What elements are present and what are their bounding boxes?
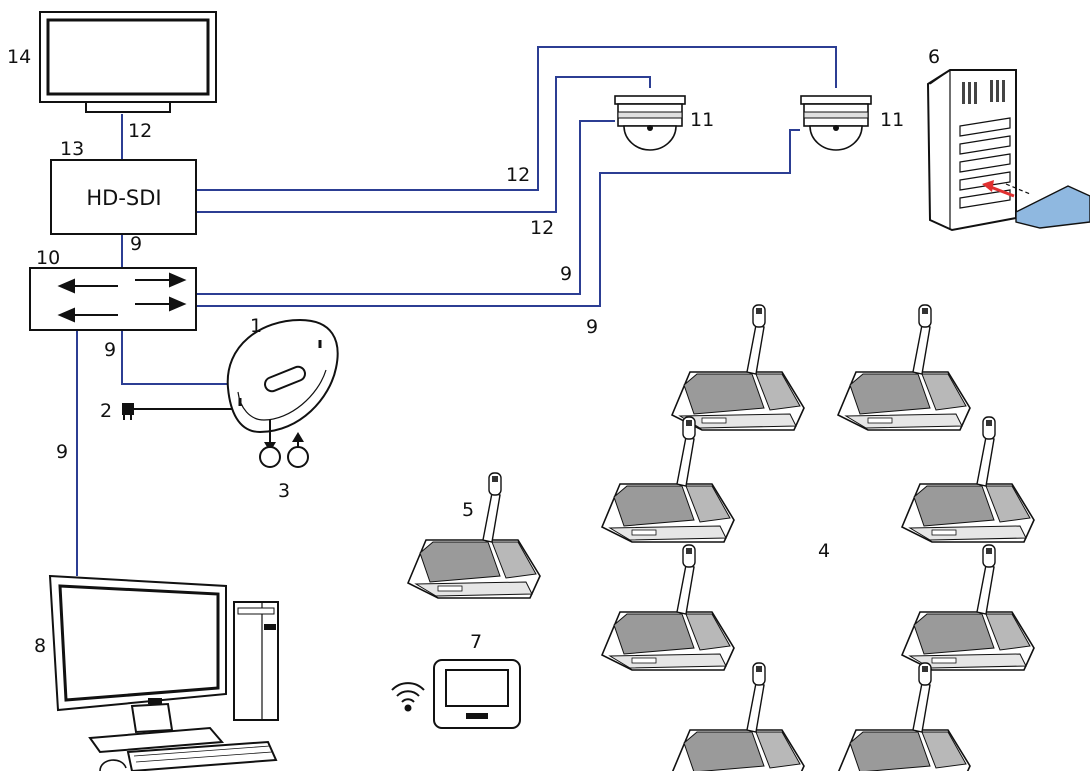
callout-8: 8 bbox=[34, 635, 46, 657]
discussion-device-icon bbox=[671, 662, 805, 771]
callout-3: 3 bbox=[278, 480, 290, 502]
callout-6: 6 bbox=[928, 46, 940, 68]
monitor-icon bbox=[39, 11, 217, 113]
discussion-device-icon bbox=[901, 544, 1035, 671]
callout-9: 9 bbox=[104, 339, 116, 361]
discussion-device-icon bbox=[837, 662, 971, 771]
discussion-device-icon bbox=[837, 304, 971, 431]
power-plug-icon bbox=[122, 403, 232, 420]
network-cables bbox=[76, 46, 837, 576]
callout-12: 12 bbox=[128, 120, 152, 142]
audio-in-out-icon bbox=[259, 420, 309, 468]
callout-9: 9 bbox=[130, 233, 142, 255]
wireless-access-point-icon bbox=[226, 318, 339, 434]
callout-labels: 14 12 13 9 10 9 1 2 3 9 12 12 9 9 11 11 … bbox=[7, 46, 940, 657]
discussion-device-icon bbox=[601, 416, 735, 543]
callout-9: 9 bbox=[560, 263, 572, 285]
callout-9: 9 bbox=[586, 316, 598, 338]
hdsdi-box: HD-SDI bbox=[50, 159, 197, 235]
tablet-icon bbox=[433, 659, 521, 729]
hdsdi-box-label: HD-SDI bbox=[86, 186, 161, 210]
discussion-device-icon bbox=[901, 416, 1035, 543]
callout-13: 13 bbox=[60, 138, 84, 160]
cable-hdsdi-to-camera-1 bbox=[196, 76, 651, 213]
callout-1: 1 bbox=[250, 315, 262, 337]
callout-9: 9 bbox=[56, 441, 68, 463]
charger-icon bbox=[926, 69, 1090, 232]
camera-dome-icon bbox=[800, 95, 872, 151]
callout-5: 5 bbox=[462, 499, 474, 521]
camera-dome-icon bbox=[614, 95, 686, 151]
wifi-icon bbox=[391, 682, 425, 712]
callout-12: 12 bbox=[506, 164, 530, 186]
discussion-device-icon bbox=[671, 304, 805, 431]
callout-7: 7 bbox=[470, 631, 482, 653]
network-switch bbox=[29, 267, 197, 331]
callout-14: 14 bbox=[7, 46, 31, 68]
cable-hdsdi-to-camera-2 bbox=[196, 46, 837, 191]
cable-switch-to-access-point bbox=[121, 330, 230, 385]
callout-12: 12 bbox=[530, 217, 554, 239]
callout-2: 2 bbox=[100, 400, 112, 422]
discussion-device-icon bbox=[601, 544, 735, 671]
callout-11: 11 bbox=[880, 109, 904, 131]
cable-switch-to-camera-2 bbox=[196, 129, 800, 307]
cable-switch-to-camera-1 bbox=[196, 120, 615, 295]
callout-11: 11 bbox=[690, 109, 714, 131]
callout-10: 10 bbox=[36, 247, 60, 269]
callout-4: 4 bbox=[818, 540, 830, 562]
computer-icon bbox=[48, 574, 279, 771]
discussion-device-icon bbox=[407, 472, 541, 599]
